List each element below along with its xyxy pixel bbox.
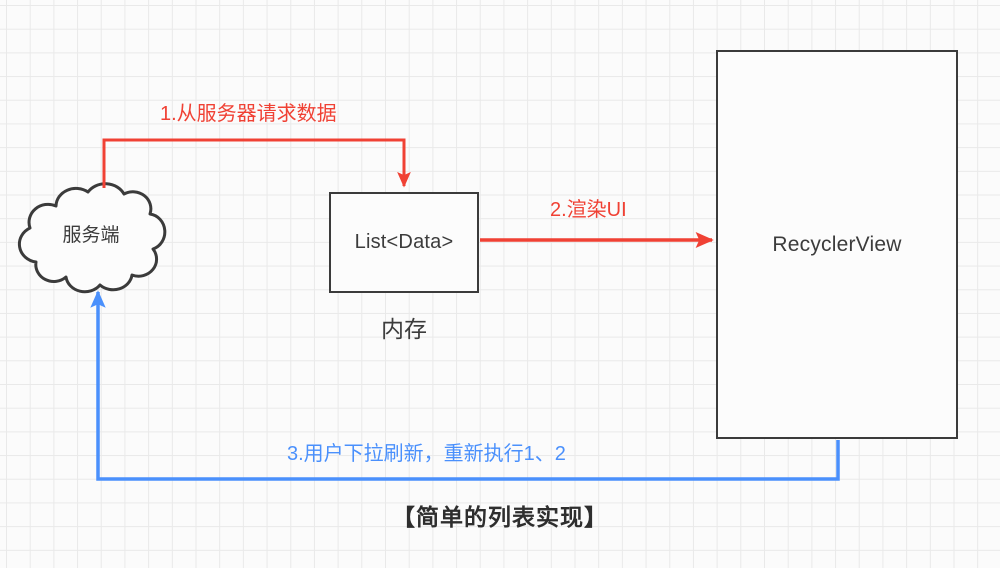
node-list-data[interactable]: List<Data>: [329, 192, 479, 293]
edge-1-path: [102, 138, 411, 188]
node-list-data-label: List<Data>: [354, 231, 454, 253]
edge-1-label: 1.从服务器请求数据: [160, 103, 337, 125]
node-list-data-sublabel: 内存: [381, 316, 427, 342]
diagram-caption: 【简单的列表实现】: [392, 504, 608, 530]
cloud-shape: [17, 182, 167, 294]
edge-3-path: [90, 290, 840, 481]
node-recyclerview[interactable]: RecyclerView: [716, 50, 958, 439]
node-recyclerview-label: RecyclerView: [772, 232, 902, 256]
edge-3-label: 3.用户下拉刷新，重新执行1、2: [287, 443, 566, 465]
node-server-label: 服务端: [62, 225, 120, 246]
edge-2-label: 2.渲染UI: [550, 199, 627, 221]
